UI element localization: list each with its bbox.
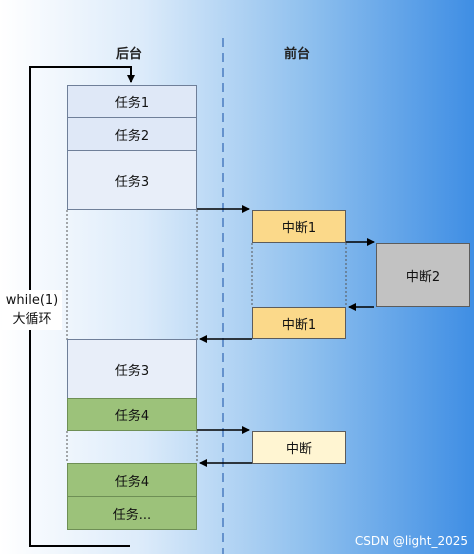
task-box-4b: 任务4 (67, 463, 197, 497)
loop-label-line1: while(1) (5, 293, 59, 308)
task-box-1: 任务1 (67, 85, 197, 118)
header-background: 后台 (116, 47, 143, 62)
loop-path (29, 66, 135, 547)
header-foreground: 前台 (284, 47, 311, 62)
task-box-4a: 任务4 (67, 398, 197, 431)
task-box-2: 任务2 (67, 117, 197, 151)
loop-label-line2: 大循环 (12, 312, 52, 327)
task-box-3a: 任务3 (67, 150, 197, 210)
task-box-more: 任务... (67, 496, 197, 530)
interrupt-box-1a: 中断1 (252, 210, 346, 243)
watermark: CSDN @light_2025 (354, 534, 468, 548)
task-box-3b: 任务3 (67, 339, 197, 399)
loop-label: while(1) 大循环 (2, 290, 62, 330)
interrupt-box-2: 中断2 (376, 243, 470, 307)
interrupt-box-generic: 中断 (252, 431, 346, 464)
interrupt-box-1b: 中断1 (252, 307, 346, 339)
